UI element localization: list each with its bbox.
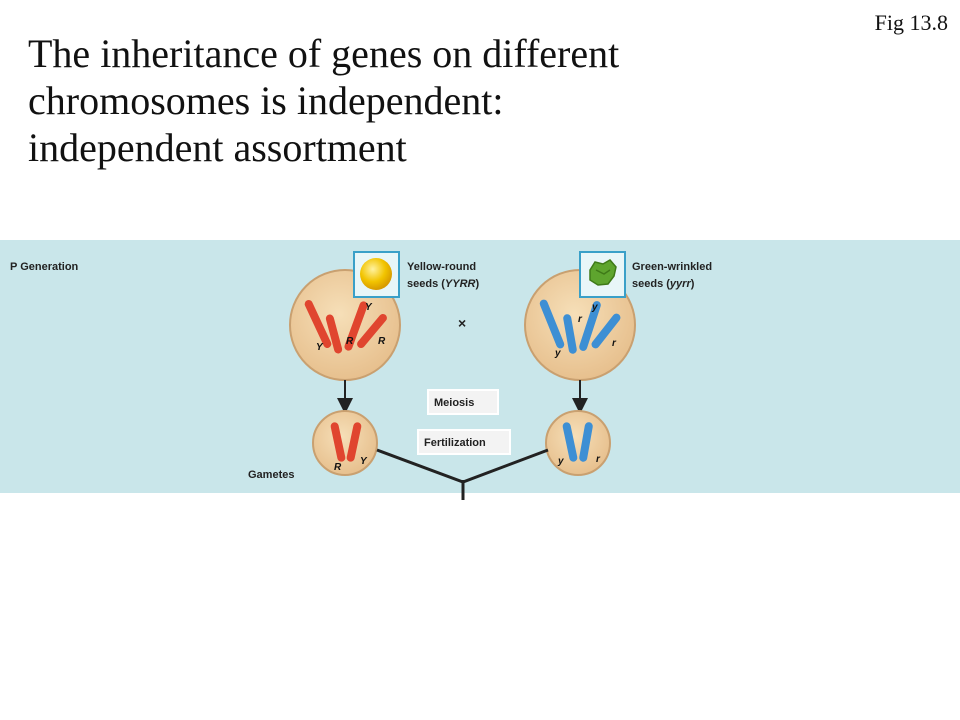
green-parent-line-2: seeds (yyrr) — [632, 278, 695, 290]
slide-title: The inheritance of genes on different ch… — [28, 30, 788, 171]
allele-label-r: r — [596, 454, 601, 465]
fertilization-label: Fertilization — [424, 437, 486, 449]
yellow-parent-prefix: seeds ( — [407, 278, 445, 290]
green-parent-line-1: Green-wrinkled — [632, 261, 712, 273]
title-line-3: independent assortment — [28, 125, 407, 170]
green-parent-prefix: seeds ( — [632, 278, 670, 290]
green-wrinkled-seed-icon — [579, 251, 626, 298]
figure-label: Fig 13.8 — [874, 10, 948, 35]
allele-label-R: R — [334, 462, 342, 473]
green-parent-genotype: yyrr — [669, 278, 692, 290]
yellow-parent-line-2: seeds (YYRR) — [407, 278, 479, 290]
diagram-background — [0, 240, 960, 493]
title-line-2: chromosomes is independent: — [28, 78, 504, 123]
allele-label-R: R — [346, 336, 354, 347]
yellow-round-seed-icon — [353, 251, 400, 298]
yellow-parent-label: Yellow-round seeds (YYRR) — [407, 261, 479, 290]
blue-chromosome — [539, 299, 621, 354]
yellow-parent-line-1: Yellow-round — [407, 261, 476, 273]
allele-label-Y: Y — [316, 342, 324, 353]
fertilization-label-box: Fertilization — [417, 429, 511, 455]
inheritance-diagram: P Generation Y R R Y Yellow-round seeds … — [0, 240, 960, 500]
allele-label-y: y — [557, 456, 564, 467]
allele-label-R: R — [378, 336, 386, 347]
allele-label-y: y — [554, 348, 561, 359]
allele-label-y: y — [591, 302, 598, 313]
yellow-parent-genotype: YYRR — [445, 278, 476, 290]
green-parent-suffix: ) — [691, 278, 695, 290]
green-gamete-cell: y r — [545, 410, 611, 476]
green-parent-label: Green-wrinkled seeds (yyrr) — [632, 261, 712, 290]
p-generation-label: P Generation — [10, 261, 79, 273]
allele-label-Y: Y — [360, 456, 368, 467]
gametes-label: Gametes — [248, 469, 294, 481]
meiosis-label: Meiosis — [434, 397, 474, 409]
cross-symbol: × — [458, 315, 466, 331]
title-line-1: The inheritance of genes on different — [28, 31, 620, 76]
yellow-parent-suffix: ) — [475, 278, 479, 290]
meiosis-label-box: Meiosis — [427, 389, 499, 415]
allele-label-Y: Y — [365, 302, 373, 313]
allele-label-r: r — [612, 338, 617, 349]
yellow-gamete-cell: R Y — [312, 410, 378, 476]
allele-label-r: r — [578, 314, 583, 325]
red-chromosome — [304, 300, 387, 354]
